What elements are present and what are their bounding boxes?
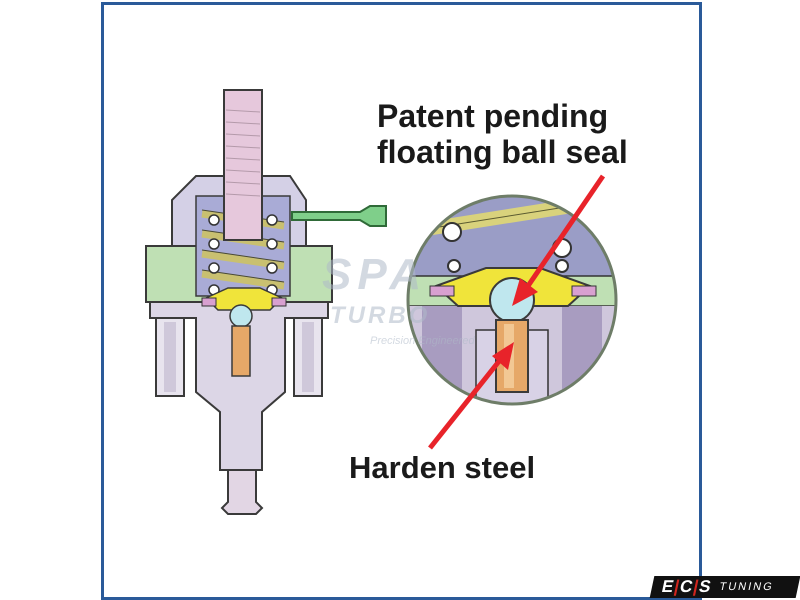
arrow-steel-line bbox=[428, 358, 502, 450]
diaphragm-dots bbox=[208, 214, 278, 296]
arrows bbox=[428, 174, 606, 450]
detail-rim bbox=[406, 194, 618, 406]
left-bolt-inner bbox=[164, 322, 176, 392]
outlet-nozzle bbox=[220, 469, 264, 515]
logo-suffix: TUNING bbox=[718, 581, 775, 593]
right-bolt-inner bbox=[302, 322, 314, 392]
vacuum-hose bbox=[291, 205, 387, 227]
watermark-line-3: Precision Engineered bbox=[370, 335, 475, 347]
inner-pin bbox=[231, 325, 251, 377]
regulator-cross-section bbox=[145, 89, 387, 515]
watermark-line-1: SPA bbox=[322, 250, 428, 299]
arrow-ball-line bbox=[525, 174, 606, 288]
lower-housing bbox=[149, 299, 329, 471]
callout-floating-ball-seal: Patent pending floating ball seal bbox=[377, 98, 628, 170]
seat-clips bbox=[201, 297, 287, 307]
arrow-steel-head bbox=[492, 342, 514, 370]
callout-top-line-1: Patent pending bbox=[377, 98, 609, 134]
adjust-stem bbox=[223, 89, 263, 241]
callout-top-line-2: floating ball seal bbox=[377, 134, 628, 170]
ecs-tuning-logo: E|C|S TUNING bbox=[649, 576, 800, 598]
detail-magnifier bbox=[406, 194, 618, 406]
logo-brand: E|C|S bbox=[660, 577, 714, 596]
ball bbox=[229, 304, 253, 328]
watermark-line-2: TURBO bbox=[330, 302, 431, 329]
callout-harden-steel: Harden steel bbox=[349, 450, 536, 485]
arrow-ball-head bbox=[512, 278, 538, 306]
stem-threads bbox=[225, 109, 261, 197]
